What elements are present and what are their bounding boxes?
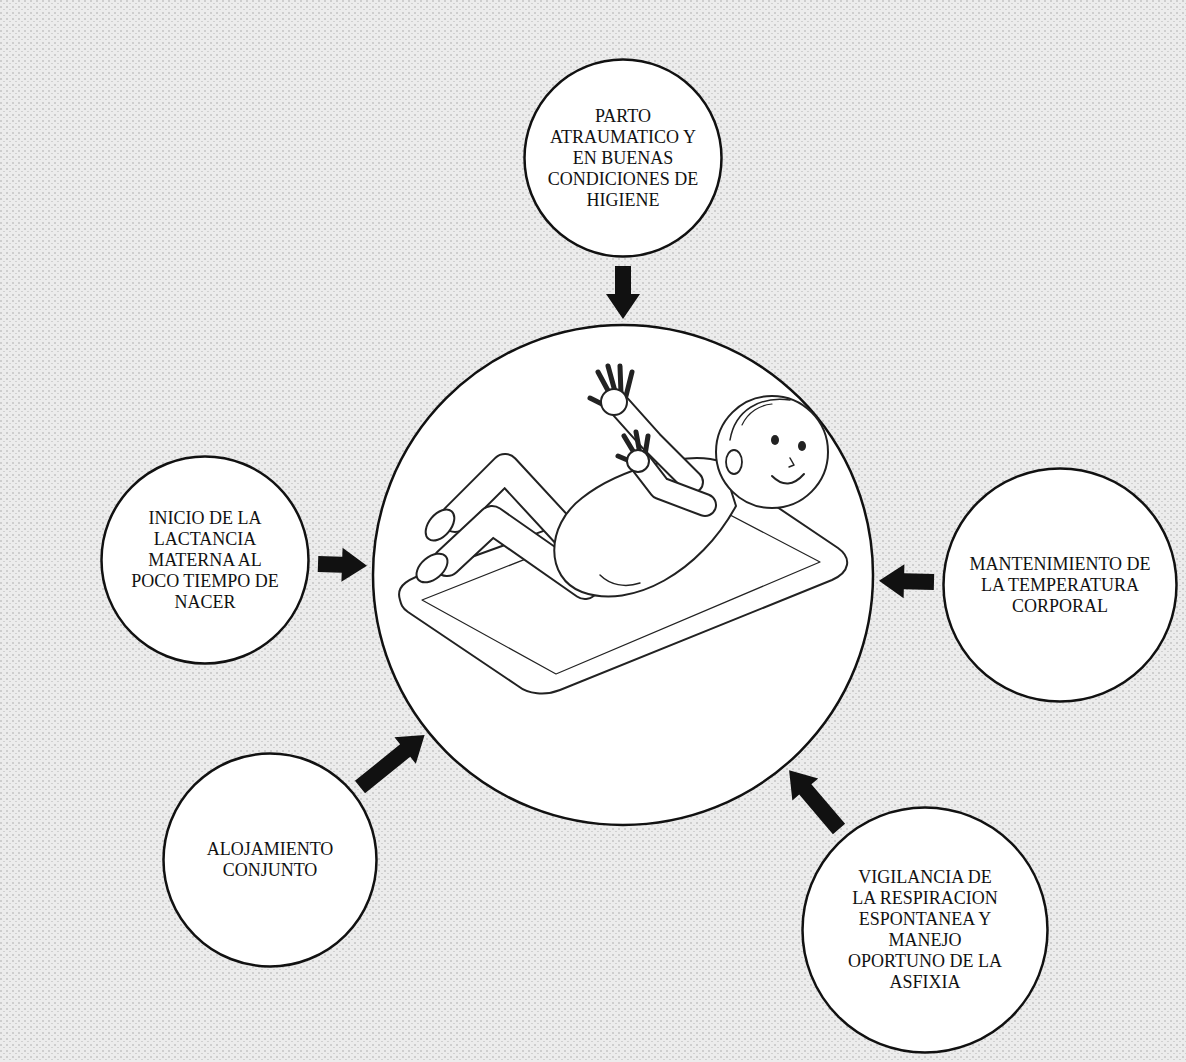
- circle-node: MANTENIMIENTO DE LA TEMPERATURA CORPORAL: [942, 467, 1178, 703]
- center-circle: [373, 325, 873, 825]
- node-text: PARTO ATRAUMATICO Y EN BUENAS CONDICIONE…: [547, 106, 699, 211]
- circle-shape: [944, 469, 1177, 702]
- arrow: [349, 722, 435, 801]
- palm: [627, 450, 649, 472]
- circle-shape: [102, 457, 309, 664]
- nose: [789, 458, 794, 467]
- baby-illustration: [399, 366, 847, 693]
- arrows: [317, 266, 934, 840]
- text-group: ALOJAMIENTO CONJUNTO: [194, 839, 346, 881]
- palm: [601, 389, 627, 415]
- text-group: VIGILANCIA DE LA RESPIRACION ESPONTANEA …: [848, 867, 1002, 993]
- node-text: VIGILANCIA DE LA RESPIRACION ESPONTANEA …: [848, 867, 1002, 993]
- head: [716, 396, 828, 508]
- circle-node: VIGILANCIA DE LA RESPIRACION ESPONTANEA …: [801, 806, 1049, 1054]
- navel-line: [600, 575, 640, 585]
- text-group: PARTO ATRAUMATICO Y EN BUENAS CONDICIONE…: [547, 106, 699, 211]
- arrow: [879, 564, 935, 599]
- arrow: [606, 266, 640, 319]
- node-text: INICIO DE LA LACTANCIA MATERNA AL POCO T…: [129, 508, 281, 613]
- hair: [742, 404, 772, 425]
- circle-shape: [803, 808, 1048, 1053]
- arm: [640, 462, 705, 505]
- foot: [411, 548, 453, 588]
- circle-node: ALOJAMIENTO CONJUNTO: [162, 752, 378, 968]
- torso: [554, 458, 736, 596]
- circle-shape: [164, 754, 377, 967]
- finger: [626, 372, 632, 396]
- circle-shape: [525, 60, 722, 257]
- arrow: [776, 759, 852, 840]
- text-group: INICIO DE LA LACTANCIA MATERNA AL POCO T…: [129, 508, 281, 613]
- node-text: ALOJAMIENTO CONJUNTO: [194, 839, 346, 881]
- circle-node: INICIO DE LA LACTANCIA MATERNA AL POCO T…: [100, 455, 310, 665]
- circle-node: PARTO ATRAUMATICO Y EN BUENAS CONDICIONE…: [523, 58, 723, 258]
- node-text: MANTENIMIENTO DE LA TEMPERATURA CORPORAL: [969, 554, 1151, 617]
- foot: [420, 504, 460, 546]
- eye: [771, 435, 779, 445]
- arm: [640, 462, 705, 505]
- eye: [798, 441, 806, 451]
- hair: [730, 399, 790, 440]
- mouth: [772, 474, 804, 484]
- text-group: MANTENIMIENTO DE LA TEMPERATURA CORPORAL: [969, 554, 1151, 617]
- arrow: [317, 547, 367, 583]
- ear: [726, 450, 742, 474]
